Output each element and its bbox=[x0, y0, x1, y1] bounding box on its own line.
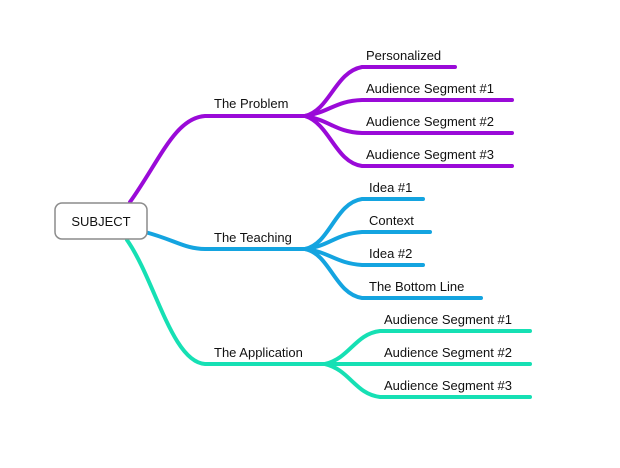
leaf-label-problem-segment-1: Audience Segment #1 bbox=[366, 81, 494, 96]
branch-the-application: The Application Audience Segment #1 Audi… bbox=[125, 238, 532, 399]
connector-root-to-the-teaching bbox=[143, 230, 307, 251]
connector-to-problem-segment-1 bbox=[303, 98, 514, 118]
connector-root-to-the-problem bbox=[128, 114, 307, 204]
connector-to-bottom-line bbox=[303, 247, 483, 300]
root-node-label: SUBJECT bbox=[71, 214, 130, 229]
connector-to-application-segment-3 bbox=[323, 362, 532, 399]
branch-label-the-problem: The Problem bbox=[214, 96, 288, 111]
branch-the-teaching: The Teaching Idea #1 Context Idea #2 The… bbox=[143, 180, 483, 300]
branch-label-the-application: The Application bbox=[214, 345, 303, 360]
connector-root-to-the-application bbox=[125, 238, 327, 366]
branch-the-problem: The Problem Personalized Audience Segmen… bbox=[128, 48, 514, 204]
root-node-box[interactable] bbox=[54, 202, 148, 240]
root-node[interactable]: SUBJECT bbox=[54, 202, 148, 240]
leaf-label-idea-1: Idea #1 bbox=[369, 180, 412, 195]
connector-to-problem-segment-3 bbox=[303, 114, 514, 168]
connector-to-application-segment-1 bbox=[323, 329, 532, 366]
leaf-label-context: Context bbox=[369, 213, 414, 228]
leaf-label-problem-segment-2: Audience Segment #2 bbox=[366, 114, 494, 129]
leaf-label-application-segment-3: Audience Segment #3 bbox=[384, 378, 512, 393]
leaf-label-idea-2: Idea #2 bbox=[369, 246, 412, 261]
leaf-label-problem-segment-3: Audience Segment #3 bbox=[366, 147, 494, 162]
leaf-label-application-segment-2: Audience Segment #2 bbox=[384, 345, 512, 360]
leaf-label-application-segment-1: Audience Segment #1 bbox=[384, 312, 512, 327]
leaf-label-bottom-line: The Bottom Line bbox=[369, 279, 464, 294]
leaf-label-personalized: Personalized bbox=[366, 48, 441, 63]
connector-to-context bbox=[303, 230, 432, 251]
branch-label-the-teaching: The Teaching bbox=[214, 230, 292, 245]
